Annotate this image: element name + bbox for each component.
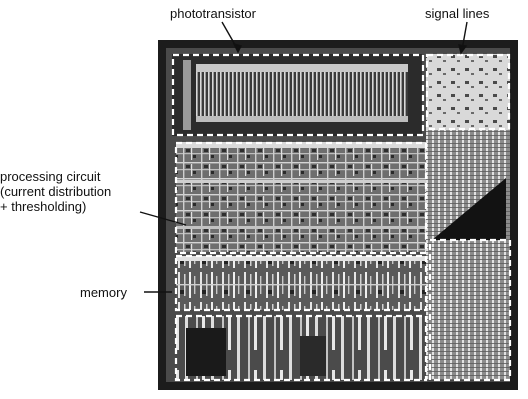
processing-circuit-label-line1: processing circuit [0,169,111,184]
processing-circuit-label-line2: (current distribution [0,184,111,199]
signal-lines-label: signal lines [425,6,489,21]
memory-region [176,256,426,310]
memory-label: memory [80,285,127,300]
processing-circuit-label: processing circuit (current distribution… [0,169,111,214]
phototransistor-label: phototransistor [170,6,256,21]
processing-circuit-label-line3: + thresholding) [0,199,111,214]
signal-lines-region [426,54,510,130]
processing-circuit-region [176,142,426,252]
